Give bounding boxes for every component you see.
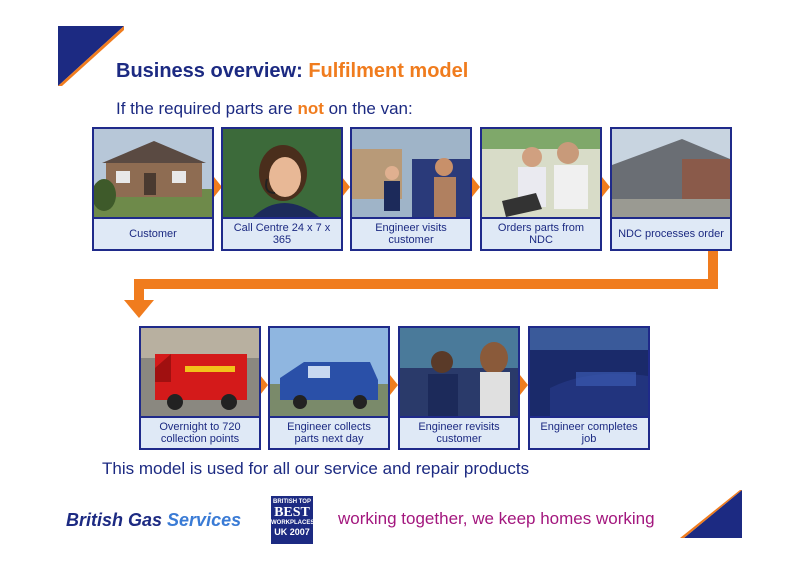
step-engineer-revisits: Engineer revisits customer [398, 326, 520, 450]
step-label: Overnight to 720 collection points [141, 416, 259, 448]
top-left-corner-decoration [58, 26, 124, 86]
step-call-centre: Call Centre 24 x 7 x 365 [221, 127, 343, 251]
warehouse-photo [612, 129, 730, 217]
footer-statement: This model is used for all our service a… [102, 459, 530, 478]
blue-van-photo [270, 328, 388, 416]
best-workplaces-badge: BRITISH TOP BEST WORKPLACES UK 2007 [271, 496, 314, 544]
slogan: working together, we keep homes working [338, 509, 655, 528]
page-title: Business overview: Fulfilment model [116, 60, 469, 82]
bottom-right-corner-decoration [680, 490, 742, 538]
step-label: Engineer collects parts next day [270, 416, 388, 448]
step-label: Call Centre 24 x 7 x 365 [223, 217, 341, 249]
call-centre-photo [223, 129, 341, 217]
step-ndc-processes: NDC processes order [610, 127, 732, 251]
step-engineer-collects: Engineer collects parts next day [268, 326, 390, 450]
engineer-visit-photo [352, 129, 470, 217]
step-customer: Customer [92, 127, 214, 251]
page-subtitle: If the required parts are not on the van… [116, 99, 413, 118]
step-label: Orders parts from NDC [482, 217, 600, 249]
step-orders-parts: Orders parts from NDC [480, 127, 602, 251]
step-label: Engineer visits customer [352, 217, 470, 249]
step-label: Customer [94, 217, 212, 249]
title-accent: Fulfilment model [308, 60, 469, 82]
red-van-photo [141, 328, 259, 416]
step-engineer-completes: Engineer completes job [528, 326, 650, 450]
doorstep-photo [400, 328, 518, 416]
step-label: NDC processes order [612, 217, 730, 249]
step-label: Engineer revisits customer [400, 416, 518, 448]
step-label: Engineer completes job [530, 416, 648, 448]
step-overnight: Overnight to 720 collection points [139, 326, 261, 450]
subtitle-emphasis: not [297, 99, 324, 118]
step-engineer-visits: Engineer visits customer [350, 127, 472, 251]
laptop-order-photo [482, 129, 600, 217]
van-logo-photo [530, 328, 648, 416]
house-photo [94, 129, 212, 217]
return-arrow [124, 251, 718, 318]
british-gas-logo: British Gas Services [66, 510, 242, 530]
